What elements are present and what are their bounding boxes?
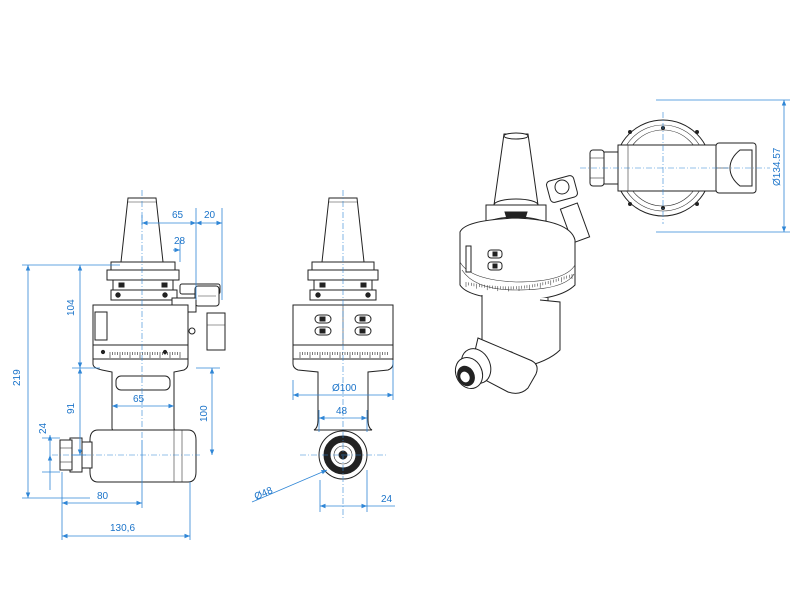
dim-91: 91 — [66, 402, 77, 414]
side-taper-shank — [321, 197, 365, 263]
dim-28: 28 — [174, 236, 186, 247]
dim-130-6: 130,6 — [110, 523, 135, 534]
side-view: Ø100 48 Ø48 24 — [251, 190, 395, 520]
dim-80: 80 — [97, 491, 109, 502]
dim-65-top: 65 — [172, 210, 184, 221]
dim-65-inner: 65 — [133, 394, 145, 405]
dim-48: 48 — [336, 406, 348, 417]
dim-dia48: Ø48 — [253, 485, 275, 503]
dim-104: 104 — [66, 299, 77, 316]
front-taper-shank — [120, 197, 164, 263]
dim-dia134-57: Ø134.57 — [772, 147, 783, 186]
front-bottom-body — [89, 429, 197, 483]
dim-100-front: 100 — [199, 405, 210, 422]
front-flange — [106, 269, 180, 281]
front-housing — [92, 304, 189, 346]
front-scale-ring — [92, 344, 189, 360]
front-view: 65 20 28 219 104 91 24 65 100 80 — [12, 190, 226, 540]
dim-20: 20 — [204, 210, 216, 221]
dim-dia100: Ø100 — [332, 383, 357, 394]
front-side-bracket — [206, 312, 226, 351]
iso-taper-shank — [493, 133, 539, 206]
dim-219: 219 — [12, 369, 23, 386]
front-flange-top — [110, 261, 176, 271]
dim-24-side: 24 — [381, 494, 393, 505]
dim-24-left: 24 — [38, 422, 49, 434]
top-view: Ø134.57 — [580, 99, 790, 233]
iso-housing — [459, 217, 576, 301]
isometric-view — [454, 132, 591, 394]
iso-clamp-slots — [465, 245, 503, 273]
